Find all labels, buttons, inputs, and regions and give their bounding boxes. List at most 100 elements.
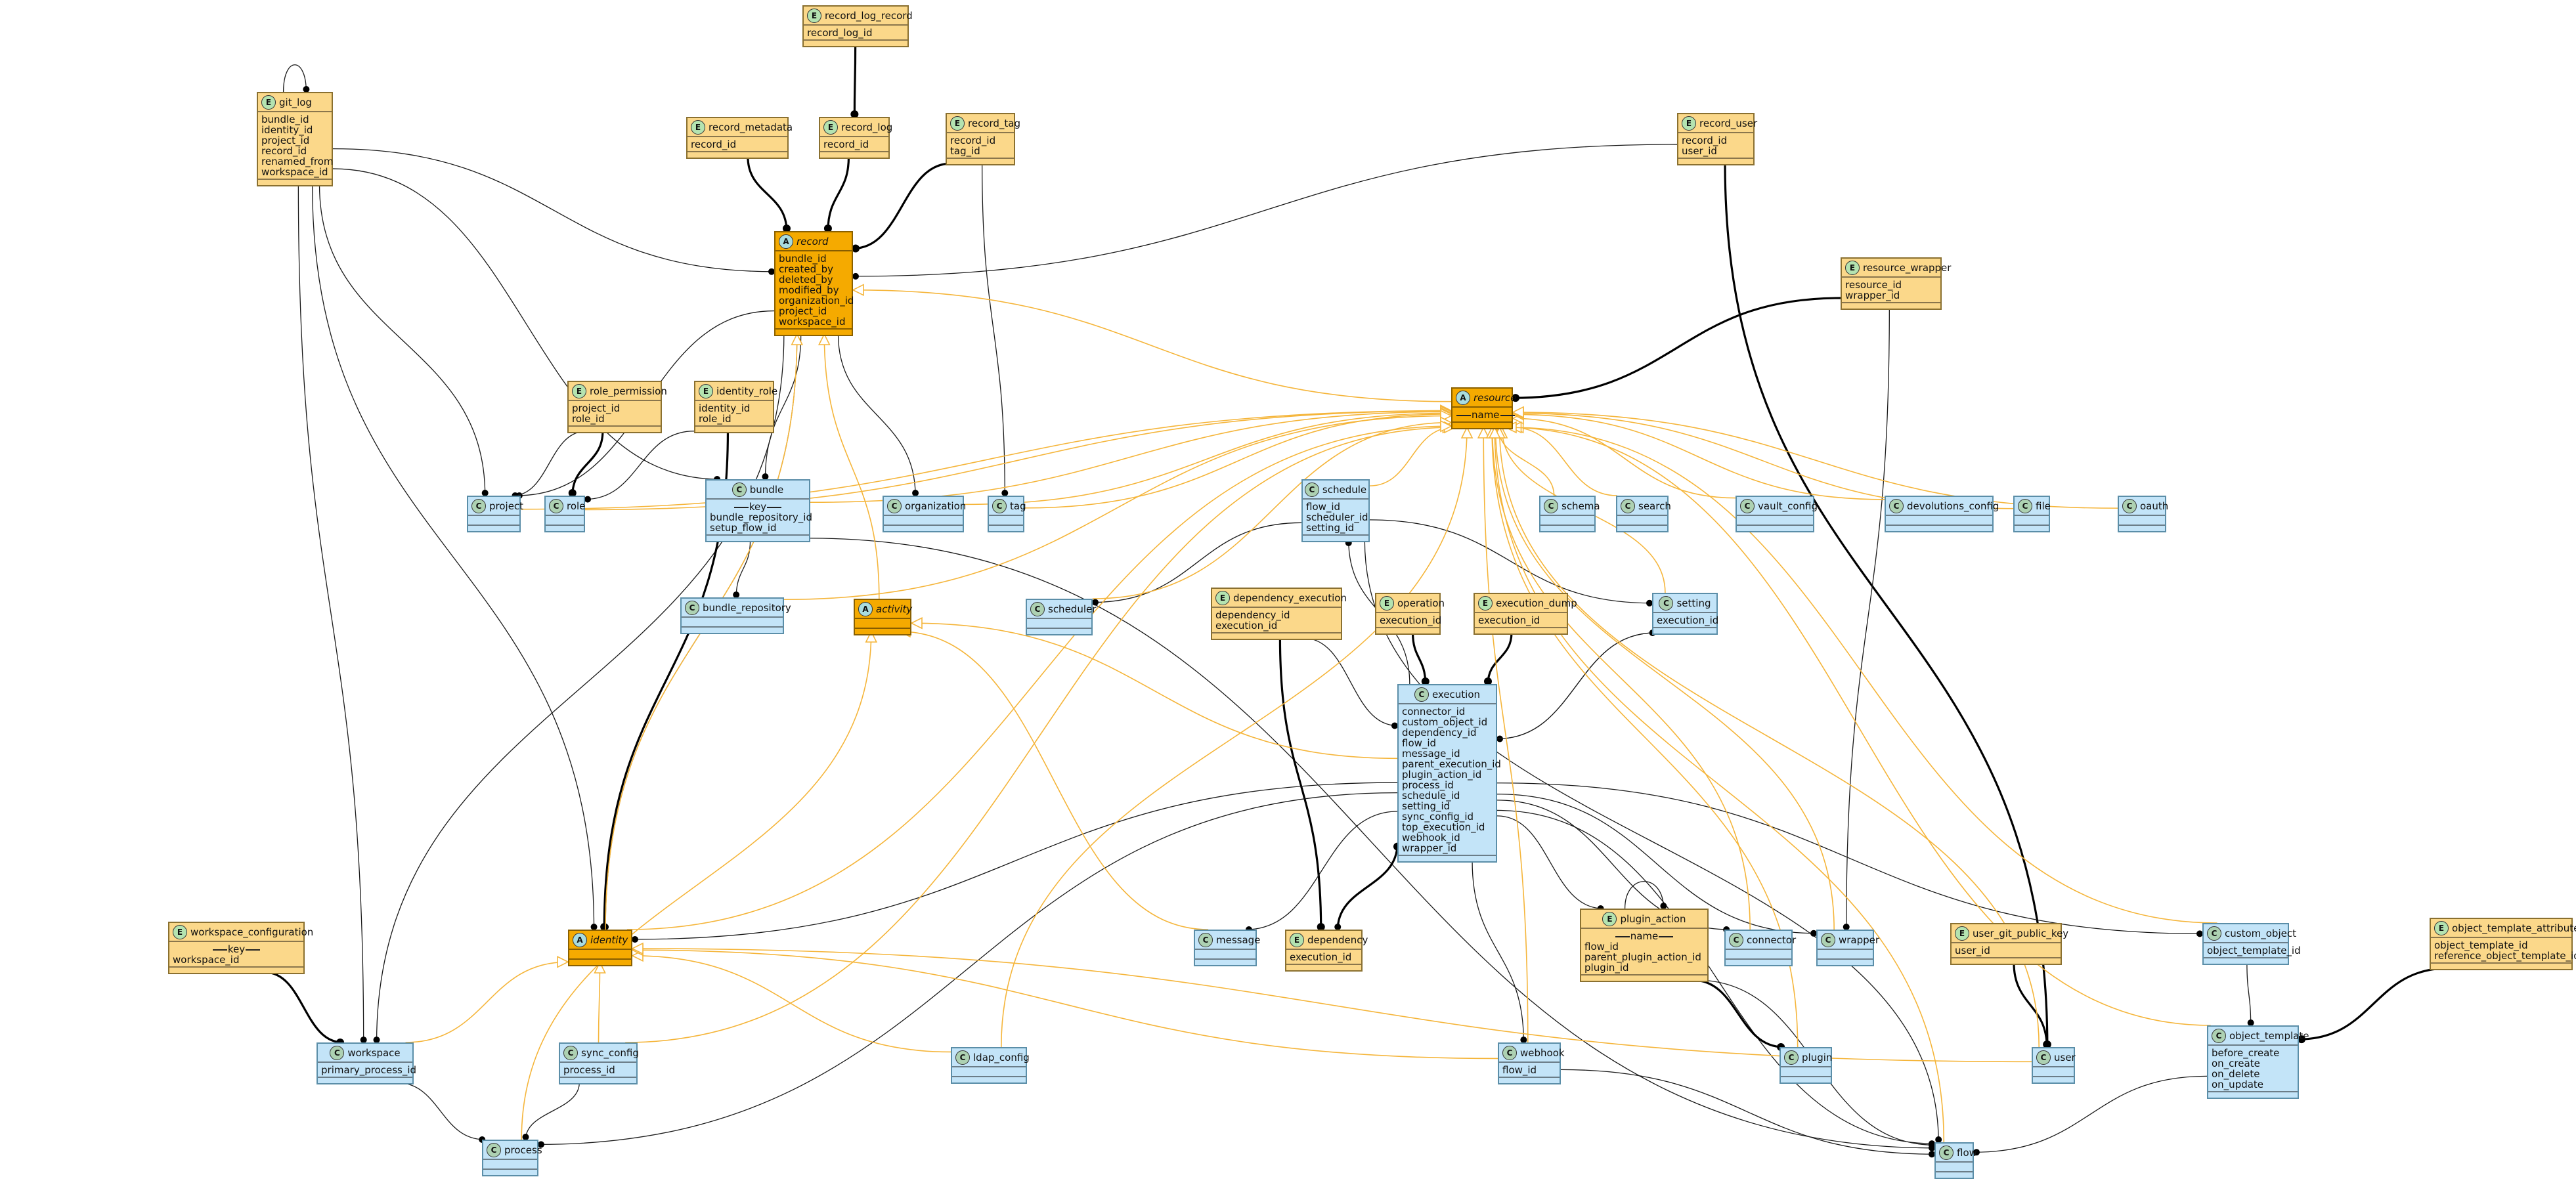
stereotype-e-icon: E [1845,261,1860,275]
relation-reference-record-to-organization [837,333,919,496]
attribute: workspace_id [779,316,846,328]
reference-endpoint-dot [632,935,638,943]
stereotype-e-icon: E [2434,921,2449,935]
relation-reference-webhook-to-flow [1560,1069,1935,1158]
stereotype-e-icon: E [572,384,586,398]
method-list [2208,1092,2298,1098]
relation-reference-execution-to-webhook [1472,860,1527,1043]
relation-inheritance-resource-to-record [852,284,1452,402]
stereotype-c-icon: C [1659,596,1674,611]
relation-composition-workspace-configuration-to-workspace [264,971,345,1046]
class-name: resource [1474,392,1517,404]
attribute-list: execution_id [1376,613,1441,628]
class-name: vault_config [1758,500,1818,512]
attribute: setting_id [1306,522,1355,534]
attribute: flow_id [1502,1064,1537,1076]
attribute: schedule_id [1402,790,1460,802]
class-name: activity [876,603,913,615]
class-name: record_log_record [825,10,913,22]
attribute-list [682,618,783,628]
relation-inheritance-activity-to-record [818,333,880,599]
stereotype-c-icon: C [2212,1029,2226,1043]
attribute: role_id [572,413,605,425]
stereotype-c-icon: C [685,601,699,615]
method-list [1027,629,1091,634]
attribute-list [1886,516,1992,526]
class-name: bundle_repository [703,602,791,614]
stereotype-c-icon: C [955,1050,970,1065]
attribute: plugin_action_id [1402,769,1482,781]
attribute: project_id [779,305,827,317]
key-separator: key [173,944,300,954]
reference-endpoint-dot [762,473,769,480]
relation-composition-dependency-execution-to-dependency [1278,637,1325,931]
method-list [2431,964,2571,969]
stereotype-a-icon: A [573,933,587,947]
stereotype-c-icon: C [1198,933,1213,947]
relation-reference-execution-to-setting [1496,630,1656,740]
class-name: user_git_public_key [1973,928,2069,939]
attribute: modified_by [779,284,839,296]
relation-reference-execution-to-custom-object [1496,782,2203,937]
